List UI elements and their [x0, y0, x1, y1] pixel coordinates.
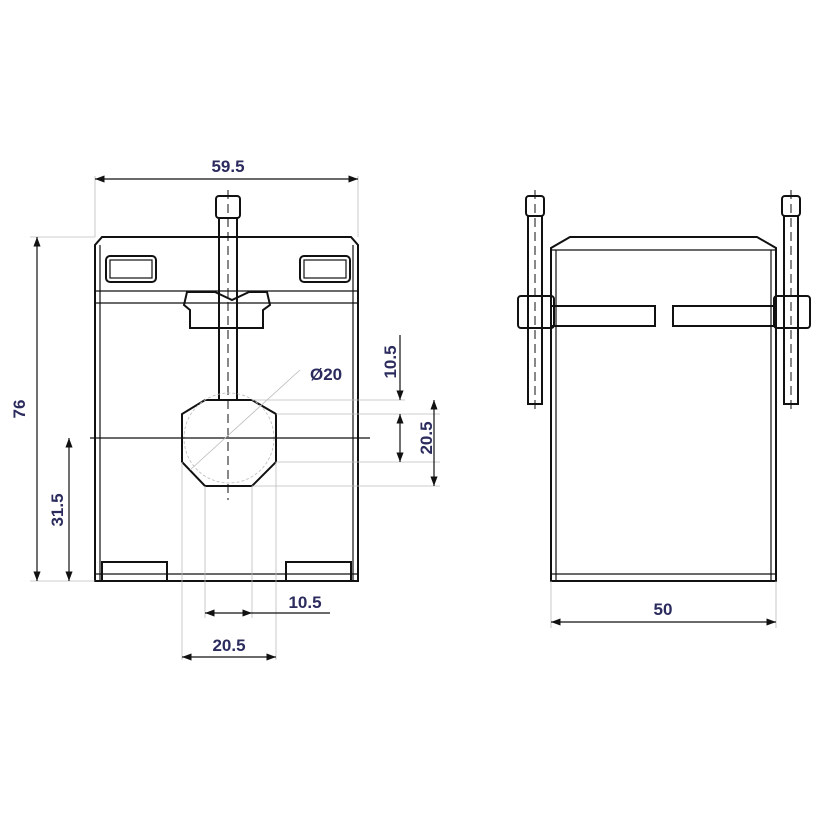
front-dimensions: 59.5 76 31.5 Ø20 10.5 20.5 10.5 20.5 — [10, 157, 440, 661]
side-view: 50 — [517, 190, 811, 628]
front-view — [90, 190, 370, 582]
terminal-slot-right — [299, 255, 351, 283]
bottom-offset-dimension: 10.5 — [288, 593, 321, 612]
center-height-dimension: 31.5 — [48, 493, 67, 526]
depth-dimension: 50 — [654, 600, 673, 619]
side-bolt-left — [517, 190, 555, 410]
terminal-slot-left — [105, 255, 157, 283]
bottom-size-dimension: 20.5 — [212, 636, 245, 655]
height-dimension: 76 — [10, 400, 29, 419]
window-size-dimension: 20.5 — [417, 421, 436, 454]
primary-window — [90, 392, 370, 487]
diameter-dimension: Ø20 — [310, 365, 342, 384]
window-offset-dimension: 10.5 — [381, 345, 400, 378]
width-dimension: 59.5 — [211, 157, 244, 176]
side-bolt-right — [773, 190, 811, 410]
bottom-feet — [95, 561, 358, 582]
